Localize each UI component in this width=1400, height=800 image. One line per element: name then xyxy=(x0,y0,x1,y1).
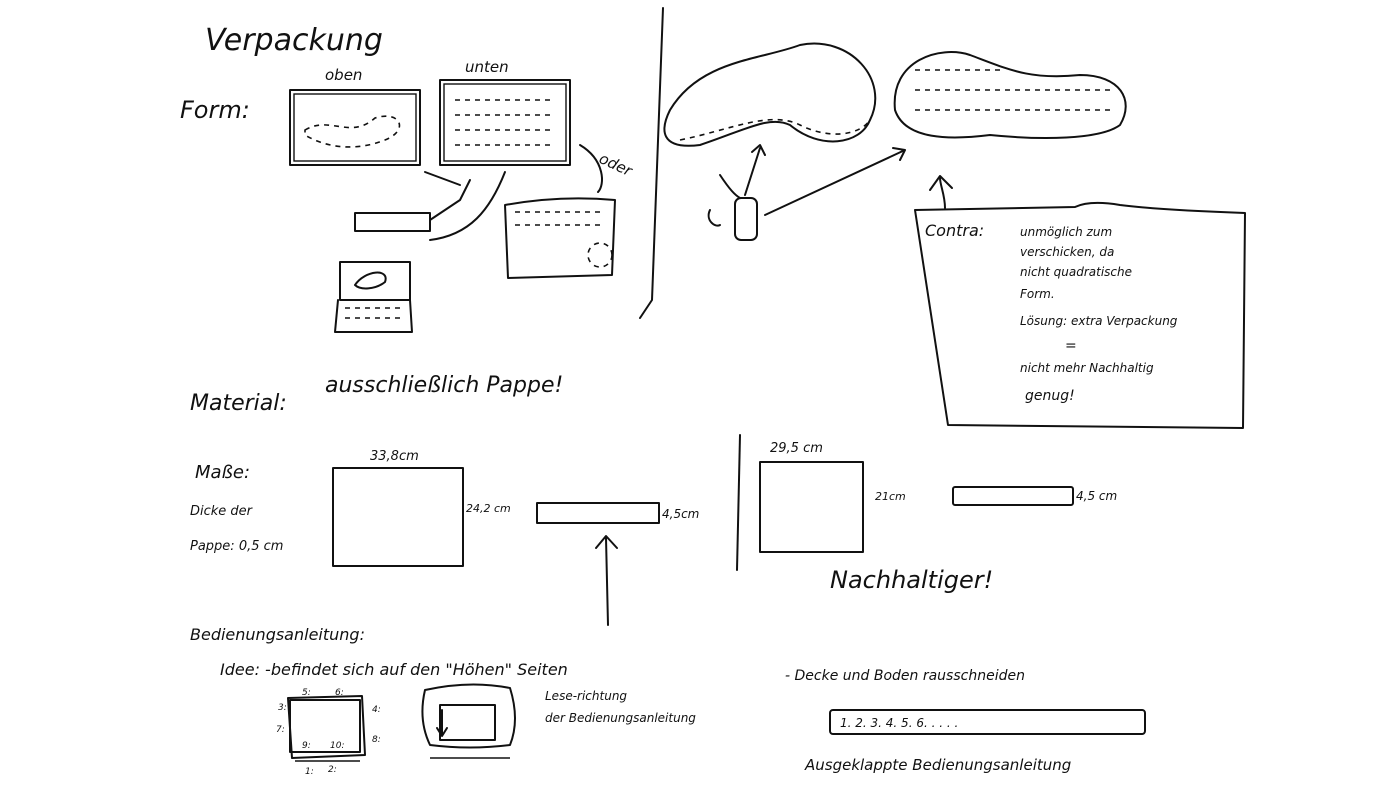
svg-text:10:: 10: xyxy=(330,741,344,751)
manual-idea: Idee: -befindet sich auf den "Höhen" Sei… xyxy=(220,660,568,679)
cut-note: - Decke und Boden rausschneiden xyxy=(785,668,1025,684)
reading-direction-sketch xyxy=(421,683,516,759)
block-sketch xyxy=(734,197,758,241)
open-box-sketch xyxy=(334,261,413,333)
contra-line: nicht mehr Nachhaltig xyxy=(1020,361,1154,375)
box-side-v2 xyxy=(952,486,1074,506)
manual-folded-sketch: 5: 6: 3: 4: 7: 8: 9: 10: 1: 2: xyxy=(276,688,381,777)
page-title: Verpackung xyxy=(205,23,383,58)
contra-line: unmöglich zum xyxy=(1020,225,1112,239)
depth-v2: 4,5 cm xyxy=(1076,489,1117,503)
insole-sketch-left xyxy=(663,42,877,147)
height-v1: 24,2 cm xyxy=(466,502,511,515)
contra-note: Contra: unmöglich zum verschicken, da ni… xyxy=(914,201,1246,429)
closed-box-sketch xyxy=(354,212,431,232)
material-value: ausschließlich Pappe! xyxy=(325,373,563,398)
form-label: Form: xyxy=(180,96,250,124)
svg-text:5:: 5: xyxy=(302,688,311,698)
box-bottom-sketch xyxy=(439,79,571,166)
reading-direction-line: Lese-richtung xyxy=(545,689,627,703)
arrow-icon xyxy=(579,144,603,193)
vertical-divider-top xyxy=(639,7,664,319)
box-top-sketch xyxy=(289,89,421,166)
svg-text:3:: 3: xyxy=(278,703,287,713)
top-label: oben xyxy=(325,66,362,84)
contra-line: verschicken, da xyxy=(1020,245,1114,259)
bottom-label: unten xyxy=(465,58,509,76)
contra-label: Contra: xyxy=(925,221,984,240)
box-side-v1 xyxy=(536,502,660,524)
svg-text:4:: 4: xyxy=(372,705,381,715)
rotate-arrow-icon xyxy=(707,174,741,227)
insole-sketch-right xyxy=(893,51,1127,139)
contra-line: = xyxy=(1065,338,1077,354)
svg-text:6:: 6: xyxy=(335,688,344,698)
height-v2: 21cm xyxy=(875,490,906,503)
vertical-divider-bottom xyxy=(736,434,741,571)
arrow-icon xyxy=(764,147,906,216)
dimensions-label: Maße: xyxy=(195,462,250,483)
width-v1: 33,8cm xyxy=(370,449,419,464)
svg-text:9:: 9: xyxy=(302,741,311,751)
reading-direction-line: der Bedienungsanleitung xyxy=(545,711,696,725)
width-v2: 29,5 cm xyxy=(770,441,823,456)
arrow-icon xyxy=(929,175,953,209)
box-front-v1 xyxy=(332,467,464,567)
svg-text:7:: 7: xyxy=(276,725,285,735)
depth-v1: 4,5cm xyxy=(662,507,699,521)
thickness-line: Dicke der xyxy=(190,504,254,519)
sustainability-conclusion: Nachhaltiger! xyxy=(830,566,993,594)
contra-line: Lösung: extra Verpackung xyxy=(1020,314,1178,328)
unfolded-manual-strip xyxy=(829,709,1146,735)
svg-text:8:: 8: xyxy=(372,735,381,745)
contra-line: genug! xyxy=(1025,388,1075,404)
unfolded-manual-label: Ausgeklappte Bedienungsanleitung xyxy=(804,756,1071,774)
svg-text:2:: 2: xyxy=(328,765,337,775)
contra-line: Form. xyxy=(1020,287,1055,301)
thickness-line: Pappe: 0,5 cm xyxy=(190,539,283,554)
arrow-icon xyxy=(744,144,766,196)
arrow-icon xyxy=(424,171,471,221)
box-front-v2 xyxy=(759,461,864,553)
material-label: Material: xyxy=(190,391,287,416)
page-numbers: 1. 2. 3. 4. 5. 6. . . . . xyxy=(840,716,958,730)
arrow-icon xyxy=(595,535,618,626)
manual-label: Bedienungsanleitung: xyxy=(190,625,365,644)
box-alt-sketch xyxy=(504,197,616,279)
svg-text:1:: 1: xyxy=(305,767,314,777)
contra-line: nicht quadratische xyxy=(1020,265,1132,279)
arrow-icon xyxy=(429,171,506,241)
